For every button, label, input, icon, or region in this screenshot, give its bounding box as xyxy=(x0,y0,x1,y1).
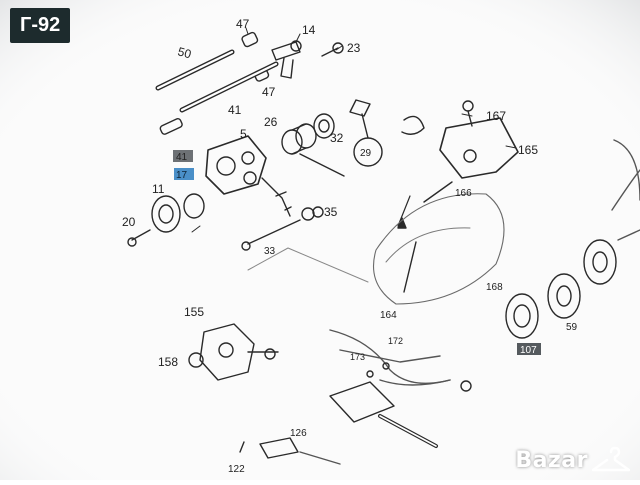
part-number-47a: 47 xyxy=(236,17,250,31)
part-number-172: 172 xyxy=(388,336,403,346)
part-number-41b: 41 xyxy=(176,152,188,163)
bazar-watermark: Bazar xyxy=(515,446,630,474)
part-number-20: 20 xyxy=(122,215,136,229)
highlight-swatch-gray xyxy=(173,150,193,162)
watermark-text: Bazar xyxy=(515,447,588,473)
part-number-17: 17 xyxy=(176,170,188,181)
part-number-59: 59 xyxy=(566,322,578,333)
highlight-swatch-dark xyxy=(517,343,541,355)
part-number-168: 168 xyxy=(486,282,503,293)
part-number-23: 23 xyxy=(347,41,361,55)
part-number-29: 29 xyxy=(360,148,372,159)
highlight-swatch-blue xyxy=(174,168,194,180)
part-number-41: 41 xyxy=(228,103,242,117)
part-number-158: 158 xyxy=(158,355,178,369)
part-number-47b: 47 xyxy=(262,85,276,99)
part-number-5: 5 xyxy=(240,127,247,141)
part-number-26: 26 xyxy=(264,115,278,129)
hanger-icon xyxy=(592,446,630,472)
part-number-164: 164 xyxy=(380,310,397,321)
part-number-122: 122 xyxy=(228,464,245,475)
part-number-167: 167 xyxy=(486,109,506,123)
part-number-165: 165 xyxy=(518,143,538,157)
part-number-14: 14 xyxy=(302,23,316,37)
part-number-107: 107 xyxy=(520,345,537,356)
part-number-173: 173 xyxy=(350,352,365,362)
part-number-11: 11 xyxy=(152,182,165,196)
listing-tag: Г-92 xyxy=(10,8,71,43)
part-number-166: 166 xyxy=(455,188,472,199)
part-number-35: 35 xyxy=(324,205,338,219)
part-number-126: 126 xyxy=(290,428,307,439)
part-number-33: 33 xyxy=(264,246,276,257)
part-number-32: 32 xyxy=(330,131,344,145)
part-number-50: 50 xyxy=(176,44,193,61)
part-number-155: 155 xyxy=(184,305,204,319)
